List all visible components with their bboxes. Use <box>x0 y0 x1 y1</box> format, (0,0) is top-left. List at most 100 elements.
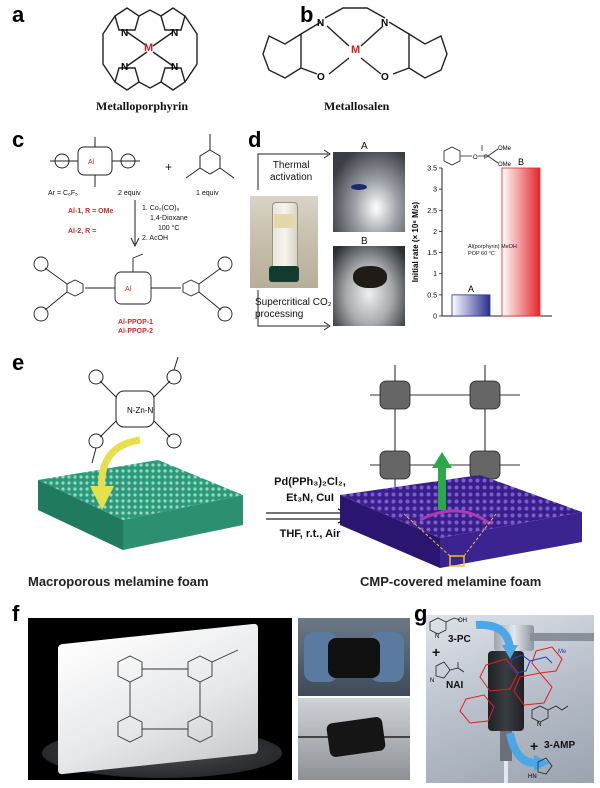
aerogel-photo-b <box>333 246 405 326</box>
yellow-arrow <box>90 436 141 510</box>
svg-text:Al: Al <box>88 159 95 166</box>
svg-text:N: N <box>171 28 178 39</box>
svg-text:N: N <box>430 678 434 684</box>
svg-text:N: N <box>381 18 388 29</box>
svg-text:O: O <box>317 72 325 83</box>
panel-label-f: f <box>12 601 20 626</box>
y-axis-label: Initial rate (× 10⁶ M/s) <box>411 201 420 282</box>
y-tick-label: 1.5 <box>427 250 437 257</box>
svg-text:N: N <box>537 722 541 728</box>
ome-label-2: OMe <box>498 162 512 168</box>
branch-lines <box>257 149 331 331</box>
metalloporphyrin-structure: N N N N <box>102 7 198 91</box>
cmp-foam-caption: CMP-covered melamine foam <box>360 574 542 589</box>
reaction-d-2: POP 60 °C <box>468 251 495 257</box>
green-up-arrow <box>432 452 452 510</box>
cond-c-4: 2. AcOH <box>142 235 169 242</box>
3pc-label: 3-PC <box>448 634 471 645</box>
cond-c-3: 100 °C <box>158 225 180 232</box>
reaction-conditions-e: Pd(PPh₃)₂Cl₂, Et₃N, CuI <box>262 474 358 506</box>
svg-text:N: N <box>317 18 324 29</box>
plus-2: + <box>530 738 539 754</box>
reaction-conditions-d: Al(porphyrin) MeOH POP 60 °C <box>468 244 517 258</box>
zn-porphyrin-monomer: N-Zn-N <box>88 356 182 464</box>
svg-text:O: O <box>381 72 389 83</box>
y-tick-label: 3 <box>433 187 437 194</box>
nai-label: NAI <box>446 680 464 691</box>
thermal-activation-label: Thermal activation <box>270 160 312 184</box>
al-porphyrin-monomer: Al <box>50 137 140 187</box>
foam-compression-photo <box>298 618 410 696</box>
svg-text:N: N <box>121 28 128 39</box>
al2-label: Al-2, R = <box>68 228 97 235</box>
3pc-structure: OH N <box>429 617 467 640</box>
panel-label-c: c <box>12 127 25 152</box>
cond-e-3: THF, r.t., Air <box>279 528 341 540</box>
supercritical-1: Supercritical CO₂ <box>255 297 332 308</box>
green-melamine-foam <box>38 460 243 550</box>
svg-text:N-Zn-N: N-Zn-N <box>127 406 153 415</box>
product-2: Al-PPOP-2 <box>118 328 154 335</box>
bar-A <box>451 294 491 317</box>
y-tick-label: 1 <box>433 271 437 278</box>
y-tick-label: 0.5 <box>427 292 437 299</box>
svg-text:Al: Al <box>125 286 132 293</box>
metallosalen-caption: Metallosalen <box>324 99 390 113</box>
3amp-structure: N <box>531 705 569 728</box>
product-labels: Al-PPOP-1 Al-PPOP-2 <box>118 318 153 336</box>
cond-c-2: 1,4-Dioxane <box>150 215 188 222</box>
triethynylbenzene <box>185 134 235 179</box>
reaction-conditions-c: 1. Co₂(CO)₈ 1,4-Dioxane 100 °C 2. AcOH <box>142 204 188 244</box>
svg-text:O: O <box>473 155 478 161</box>
vial-photo <box>250 196 318 288</box>
photo-b-label: B <box>361 236 368 247</box>
bar-label-B: B <box>518 157 524 167</box>
photo-a-label: A <box>361 141 368 152</box>
svg-text:OH: OH <box>458 618 467 624</box>
cond-e-2: Et₃N, CuI <box>286 492 334 504</box>
reaction-d-1: Al(porphyrin) MeOH <box>468 244 517 250</box>
macroporous-caption: Macroporous melamine foam <box>28 574 209 589</box>
supercritical-2: processing <box>255 309 304 320</box>
svg-text:Me: Me <box>558 649 567 655</box>
y-tick-label: 0 <box>433 314 437 321</box>
ome-label-1: OMe <box>498 146 512 152</box>
y-tick-label: 2 <box>433 229 437 236</box>
plus-1: + <box>432 644 441 660</box>
svg-text:N: N <box>171 62 178 73</box>
metalloporphyrin-caption: Metalloporphyrin <box>96 99 188 113</box>
cmp-network-structure <box>370 365 520 500</box>
phosphotriester-structure: O P OMe OMe <box>443 145 512 168</box>
porphyrin-metal-label: M <box>144 42 154 54</box>
imidazole-structure: HN <box>528 757 553 780</box>
3amp-label: 3-AMP <box>544 740 576 751</box>
panel-label-g: g <box>414 601 428 626</box>
al1-label: Al-1, R = OMe <box>68 208 114 215</box>
svg-text:N: N <box>121 62 128 73</box>
bar-label-A: A <box>468 284 474 294</box>
foam-bending-photo <box>298 698 410 780</box>
supercritical-label: Supercritical CO₂ processing <box>255 297 332 321</box>
plus-sign: + <box>165 160 173 174</box>
cond-c-1: 1. Co₂(CO)₈ <box>142 205 180 212</box>
equiv-1: 1 equiv <box>196 190 219 197</box>
thermal-1: Thermal <box>272 160 310 171</box>
reaction-arrow-c <box>130 200 140 248</box>
ar-definition: Ar = C₆F₅ <box>48 190 78 197</box>
svg-text:HN: HN <box>528 774 537 780</box>
metallosalen-structure: N N O O <box>262 7 448 83</box>
panel-label-e: e <box>12 350 25 375</box>
aerogel-photo-a <box>333 152 405 232</box>
bar-B <box>501 167 541 317</box>
panel-label-b: b <box>300 2 314 27</box>
product-1: Al-PPOP-1 <box>118 319 154 326</box>
panel-label-a: a <box>12 2 25 27</box>
y-tick-label: 3.5 <box>427 166 437 173</box>
salen-metal-label: M <box>351 44 361 56</box>
thermal-2: activation <box>270 172 313 183</box>
nai-structure: N <box>430 661 465 684</box>
svg-text:P: P <box>484 155 488 161</box>
panel-label-d: d <box>248 127 262 152</box>
melamine-foam-photo <box>28 618 292 780</box>
